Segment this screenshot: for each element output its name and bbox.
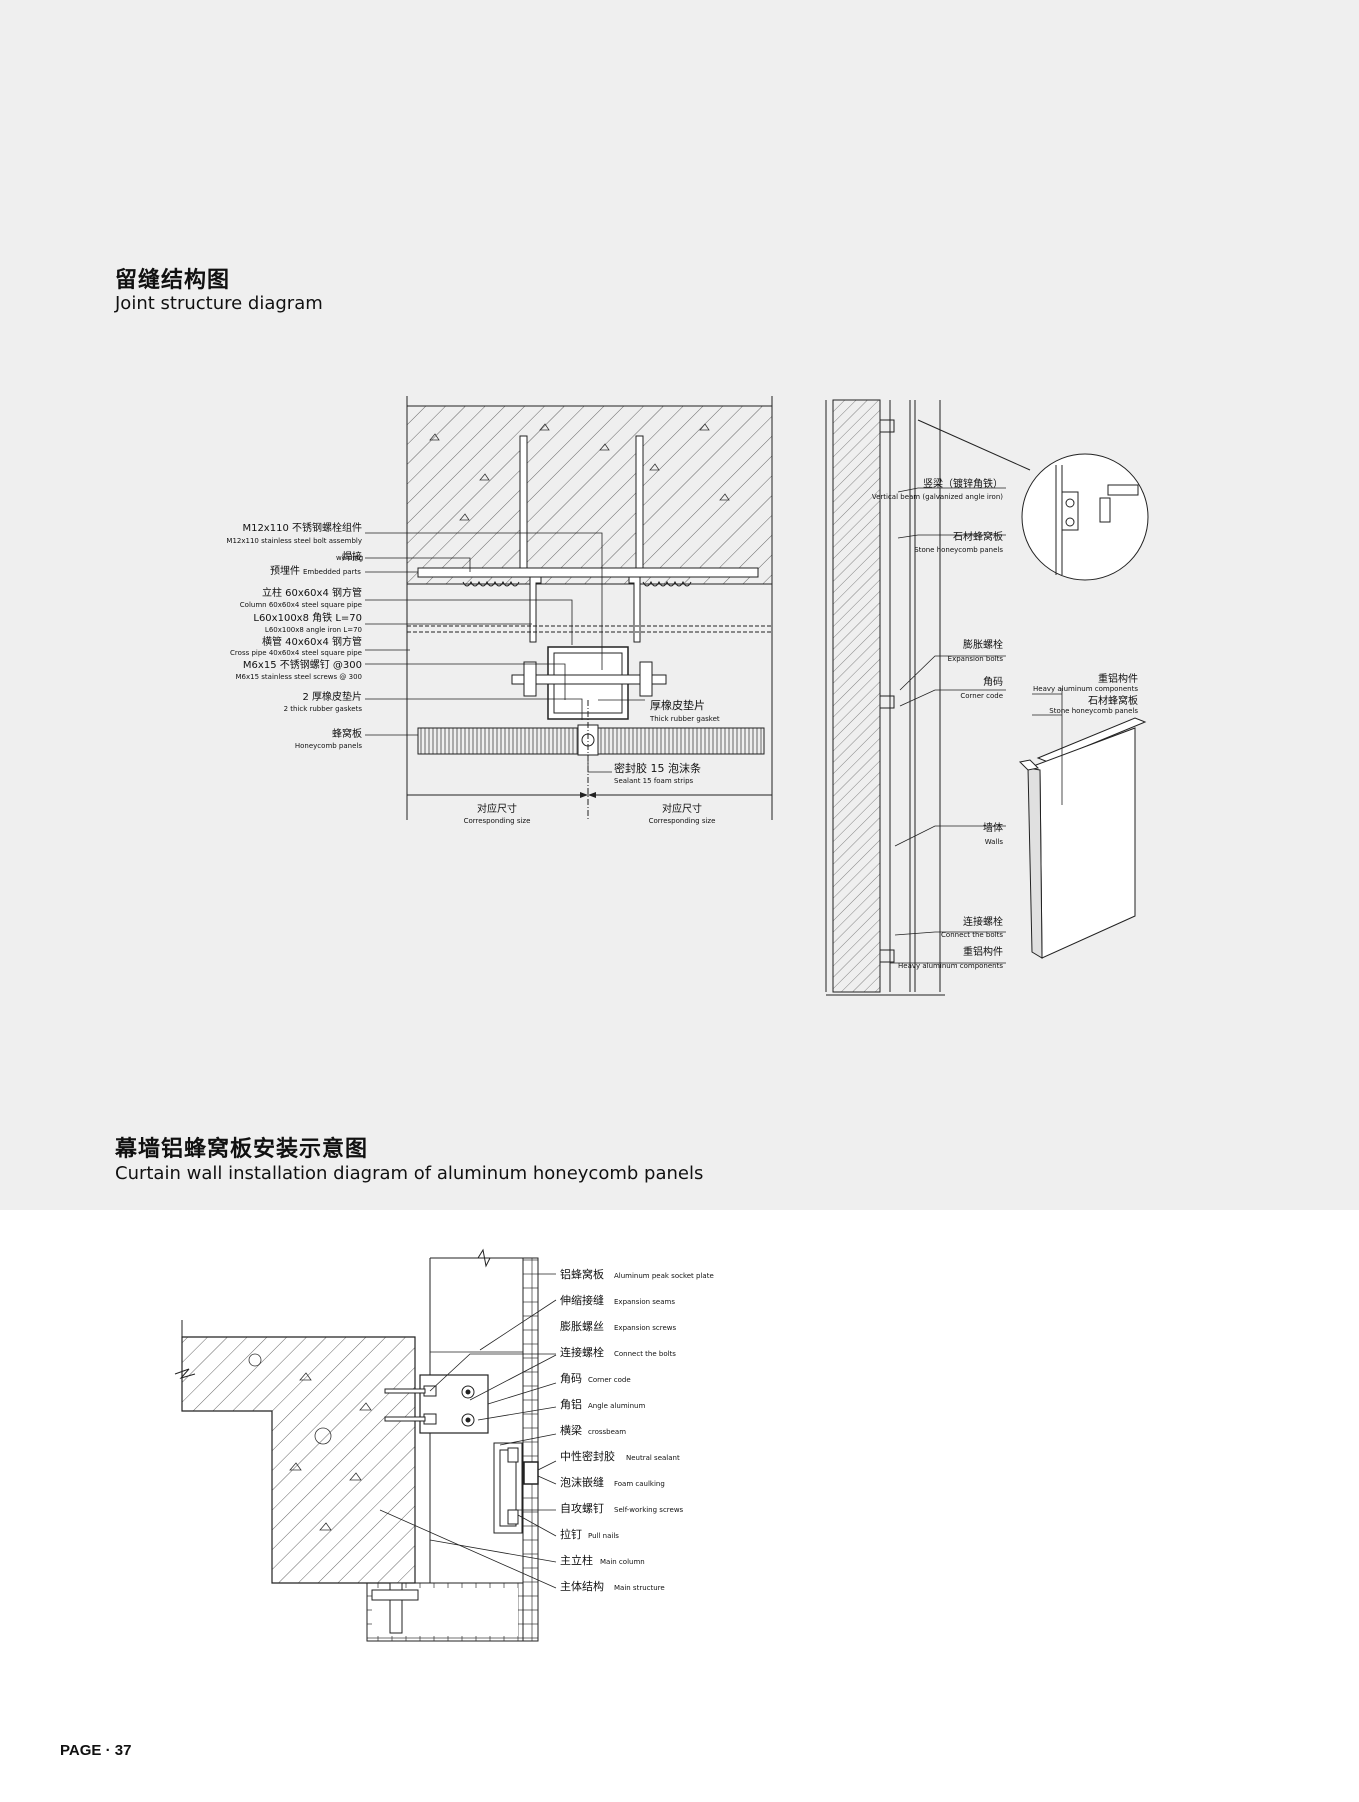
joint-label-crosspipe-cn: 横管 40x60x4 钢方管 (262, 635, 362, 648)
joint-dim-left-en: Corresponding size (464, 817, 531, 825)
joint-label-gaskets-en: 2 thick rubber gaskets (284, 705, 363, 713)
curtain-title-cn: 幕墙铝蜂窝板安装示意图 (115, 1137, 369, 1162)
install-label-10-cn: 拉钉 (560, 1527, 582, 1541)
wall-label-connect-en: Connect the bolts (941, 931, 1003, 939)
install-label-6-cn: 横梁 (560, 1423, 582, 1437)
install-label-8-cn: 泡沫嵌缝 (560, 1475, 604, 1489)
wall-label-corner-en: Corner code (960, 692, 1003, 700)
joint-label-weld-en: welding (336, 554, 363, 562)
install-label-2-en: Expansion screws (614, 1324, 677, 1332)
joint-label-screws-en: M6x15 stainless steel screws @ 300 (236, 673, 363, 681)
joint-label-honeycomb-en: Honeycomb panels (295, 742, 362, 750)
install-label-5-cn: 角铝 (560, 1397, 582, 1411)
wall-label-vbeam-cn: 竖梁（镀锌角铁） (923, 477, 1003, 490)
joint-label-sealant-en: Sealant 15 foam strips (614, 777, 694, 785)
install-label-11-en: Main column (600, 1558, 645, 1566)
install-label-3-en: Connect the bolts (614, 1350, 676, 1358)
joint-title-cn: 留缝结构图 (115, 268, 231, 293)
panel-label-heavyalu-en: Heavy aluminum components (1033, 685, 1138, 693)
install-label-4-en: Corner code (588, 1376, 631, 1384)
install-label-4-cn: 角码 (560, 1372, 582, 1385)
panel-label-stone-cn: 石材蜂窝板 (1088, 694, 1138, 707)
honeycomb-plate-strip (522, 1257, 539, 1642)
install-label-5-en: Angle aluminum (588, 1402, 645, 1410)
install-label-9-cn: 自攻螺钉 (560, 1501, 604, 1515)
joint-label-angle-cn: L60x100x8 角铁 L=70 (253, 611, 362, 624)
wall-body (832, 399, 881, 993)
install-label-0-en: Aluminum peak socket plate (614, 1272, 714, 1280)
install-label-10-en: Pull nails (588, 1532, 619, 1540)
install-label-1-cn: 伸缩接缝 (560, 1293, 604, 1307)
wall-label-expansion-en: Expansion bolts (948, 655, 1004, 663)
joint-label-column-cn: 立柱 60x60x4 钢方管 (262, 586, 362, 599)
joint-label-weld: 焊接 (342, 550, 362, 563)
joint-label-gasket-cn: 厚橡皮垫片 (650, 698, 705, 712)
install-label-11-cn: 主立柱 (560, 1553, 593, 1567)
install-label-12-en: Main structure (614, 1584, 665, 1592)
wall-label-walls-cn: 墙体 (983, 821, 1003, 834)
concrete-slab (406, 405, 773, 585)
wall-label-corner-cn: 角码 (983, 676, 1003, 688)
wall-section-diagram: 竖梁（镀锌角铁） Vertical beam (galvanized angle… (825, 399, 1149, 996)
wall-label-walls-en: Walls (985, 838, 1004, 846)
joint-structure-diagram: M12x110 不锈钢螺栓组件 M12x110 stainless steel … (226, 396, 773, 825)
joint-label-embedded-en: Embedded parts (303, 568, 361, 576)
install-label-9-en: Self-working screws (614, 1506, 684, 1514)
install-label-0-cn: 铝蜂窝板 (560, 1267, 604, 1281)
joint-label-column-en: Column 60x60x4 steel square pipe (240, 601, 362, 609)
install-label-8-en: Foam caulking (614, 1480, 665, 1488)
panel-isometric (1018, 688, 1147, 959)
page-number: PAGE · 37 (60, 1742, 132, 1759)
wall-label-expansion-cn: 膨胀螺栓 (963, 638, 1003, 651)
install-label-12-cn: 主体结构 (560, 1579, 604, 1593)
wall-label-heavyalu-en: Heavy aluminum components (898, 962, 1003, 970)
joint-dim-right-cn: 对应尺寸 (662, 802, 702, 815)
joint-label-gasket-en: Thick rubber gasket (649, 715, 720, 723)
detail-callout-circle (1021, 453, 1149, 581)
joint-label-honeycomb-cn: 蜂窝板 (332, 727, 362, 740)
joint-label-bolt-cn: M12x110 不锈钢螺栓组件 (242, 521, 362, 534)
joint-label-screws-cn: M6x15 不锈钢螺钉 @300 (243, 658, 362, 671)
joint-dim-left-cn: 对应尺寸 (477, 802, 517, 815)
aggregate-marks (429, 423, 730, 521)
joint-label-sealant-cn: 密封胶 15 泡沫条 (614, 761, 701, 775)
installation-diagram: 铝蜂窝板 Aluminum peak socket plate 伸缩接缝 Exp… (174, 1248, 714, 1642)
joint-dim-right-en: Corresponding size (649, 817, 716, 825)
joint-title-en: Joint structure diagram (115, 293, 323, 314)
joint-label-angle-en: L60x100x8 angle iron L=70 (265, 626, 362, 634)
panel-label-stone-en: Stone honeycomb panels (1049, 707, 1138, 715)
joint-label-embedded: 预埋件 (270, 565, 300, 577)
panel-label-heavyalu-cn: 重铝构件 (1098, 672, 1138, 685)
wall-label-stone-en: Stone honeycomb panels (914, 546, 1003, 554)
wall-label-stone-cn: 石材蜂窝板 (953, 530, 1003, 543)
install-label-3-cn: 连接螺栓 (560, 1345, 604, 1359)
install-label-6-en: crossbeam (588, 1428, 626, 1436)
wall-label-heavyalu-cn: 重铝构件 (963, 945, 1003, 958)
wall-label-vbeam-en: Vertical beam (galvanized angle iron) (872, 493, 1003, 501)
curtain-title-en: Curtain wall installation diagram of alu… (115, 1163, 704, 1184)
install-labels: 铝蜂窝板 Aluminum peak socket plate 伸缩接缝 Exp… (560, 1267, 714, 1593)
joint-label-bolt-en: M12x110 stainless steel bolt assembly (226, 537, 362, 545)
install-label-2-cn: 膨胀螺丝 (560, 1319, 604, 1333)
main-structure (181, 1336, 416, 1584)
joint-label-crosspipe-en: Cross pipe 40x60x4 steel square pipe (230, 649, 362, 657)
wall-label-connect-cn: 连接螺栓 (963, 915, 1003, 928)
install-label-7-cn: 中性密封胶 (560, 1449, 615, 1463)
install-label-1-en: Expansion seams (614, 1298, 675, 1306)
top-panel-background (0, 0, 1359, 1210)
joint-label-gaskets-cn: 2 厚橡皮垫片 (302, 690, 362, 703)
install-label-7-en: Neutral sealant (626, 1454, 680, 1462)
